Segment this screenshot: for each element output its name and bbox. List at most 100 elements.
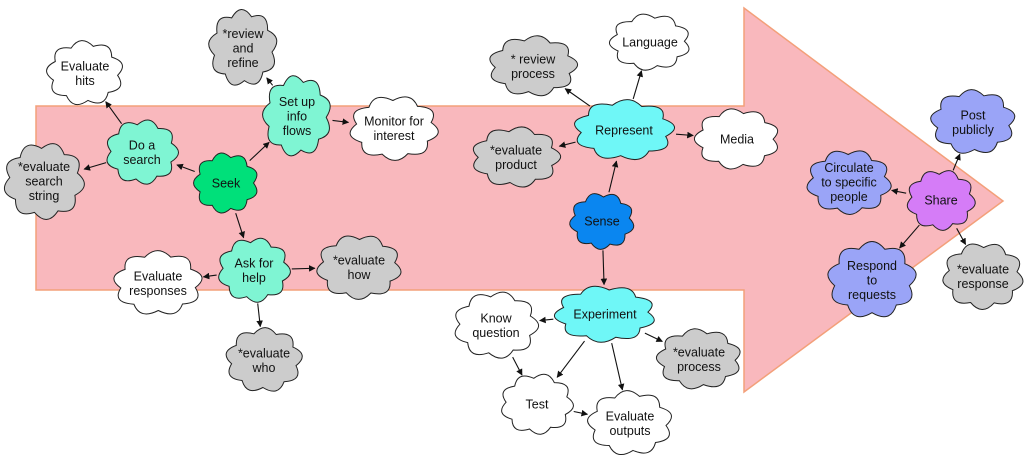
node-label: *evaluate <box>238 346 290 360</box>
node-label: refine <box>227 56 258 70</box>
node-label: people <box>830 190 868 204</box>
cloud-shape <box>218 237 291 303</box>
cloud-shape <box>806 150 892 215</box>
cloud-node-share: Share <box>906 170 976 231</box>
node-label: Evaluate <box>606 409 655 423</box>
node-label: publicly <box>952 123 994 137</box>
node-label: Know <box>480 311 512 325</box>
cloud-shape <box>225 327 303 392</box>
node-label: Media <box>720 133 754 147</box>
connector-share-to-post_publicly <box>952 153 961 171</box>
node-label: interest <box>374 129 416 143</box>
cloud-node-media: Media <box>693 108 779 170</box>
node-label: how <box>348 268 372 282</box>
connector-represent-to-eval_product <box>558 141 576 148</box>
cloud-shape <box>349 96 439 161</box>
connector-ask_help-to-evaluate_responses <box>202 272 217 280</box>
cloud-shape <box>193 152 258 214</box>
connector-sense-to-experiment <box>600 250 608 286</box>
node-label: Seek <box>212 177 241 191</box>
cloud-shape <box>587 390 672 456</box>
cloud-node-sense: Sense <box>569 193 635 250</box>
cloud-shape <box>906 170 976 231</box>
cloud-shape <box>262 75 331 157</box>
node-label: flows <box>283 124 311 138</box>
connector-experiment-to-eval_process <box>644 332 663 342</box>
node-label: *evaluate <box>957 262 1009 276</box>
cloud-shape <box>208 9 278 86</box>
node-label: *evaluate <box>490 143 542 157</box>
node-label: string <box>29 189 60 203</box>
connector-share-to-circulate <box>891 188 907 195</box>
cloud-shape <box>655 328 741 390</box>
cloud-node-language: Language <box>608 13 690 71</box>
node-label: Language <box>622 36 678 50</box>
node-label: who <box>252 361 276 375</box>
connector-share-to-eval_response <box>956 228 967 246</box>
cloud-shape <box>106 119 179 185</box>
connector-represent-to-review_process <box>564 88 591 107</box>
connector-seek-to-do_search <box>176 163 195 172</box>
cloud-shape <box>3 143 85 220</box>
node-label: *evaluate <box>18 160 70 174</box>
cloud-shape <box>316 235 402 300</box>
node-label: response <box>957 277 1008 291</box>
cloud-shape <box>942 243 1024 310</box>
node-label: question <box>472 326 519 340</box>
node-label: Test <box>526 398 549 412</box>
cloud-shape <box>501 373 574 435</box>
connector-ask_help-to-eval_who <box>256 303 263 328</box>
cloud-node-experiment: Experiment <box>553 285 655 343</box>
cloud-node-represent: Represent <box>574 99 675 161</box>
connector-sense-to-represent <box>608 160 619 193</box>
node-label: responses <box>129 284 187 298</box>
node-label: product <box>495 158 537 172</box>
node-label: Ask for <box>235 256 274 270</box>
node-label: and <box>233 42 254 56</box>
node-label: Represent <box>595 124 653 138</box>
node-label: Evaluate <box>61 59 110 73</box>
connector-do_search-to-evaluate_hits <box>105 101 123 125</box>
node-label: Respond <box>847 259 897 273</box>
cloud-shape <box>553 285 655 343</box>
node-label: Circulate <box>824 161 873 175</box>
connector-seek-to-ask_help <box>235 212 245 239</box>
node-label: to <box>867 274 877 288</box>
cloud-shape <box>930 89 1016 154</box>
node-label: Sense <box>584 215 619 229</box>
node-label: *evaluate <box>333 253 385 267</box>
cloud-node-test: Test <box>501 373 574 435</box>
connector-setup_flows-to-monitor_interest <box>332 118 350 125</box>
node-label: info <box>287 110 307 124</box>
node-label: outputs <box>609 424 650 438</box>
cloud-shape <box>472 126 562 188</box>
node-label: Post <box>960 108 986 122</box>
connector-represent-to-media <box>675 131 694 139</box>
cloud-shape <box>46 40 123 106</box>
node-label: Experiment <box>573 308 637 322</box>
node-label: to specific <box>821 176 877 190</box>
node-label: Monitor for <box>364 114 424 128</box>
connector-experiment-to-test <box>556 340 585 378</box>
node-label: help <box>242 271 266 285</box>
cloud-shape <box>693 108 779 170</box>
connector-layer <box>83 70 967 417</box>
node-label: process <box>511 67 555 81</box>
